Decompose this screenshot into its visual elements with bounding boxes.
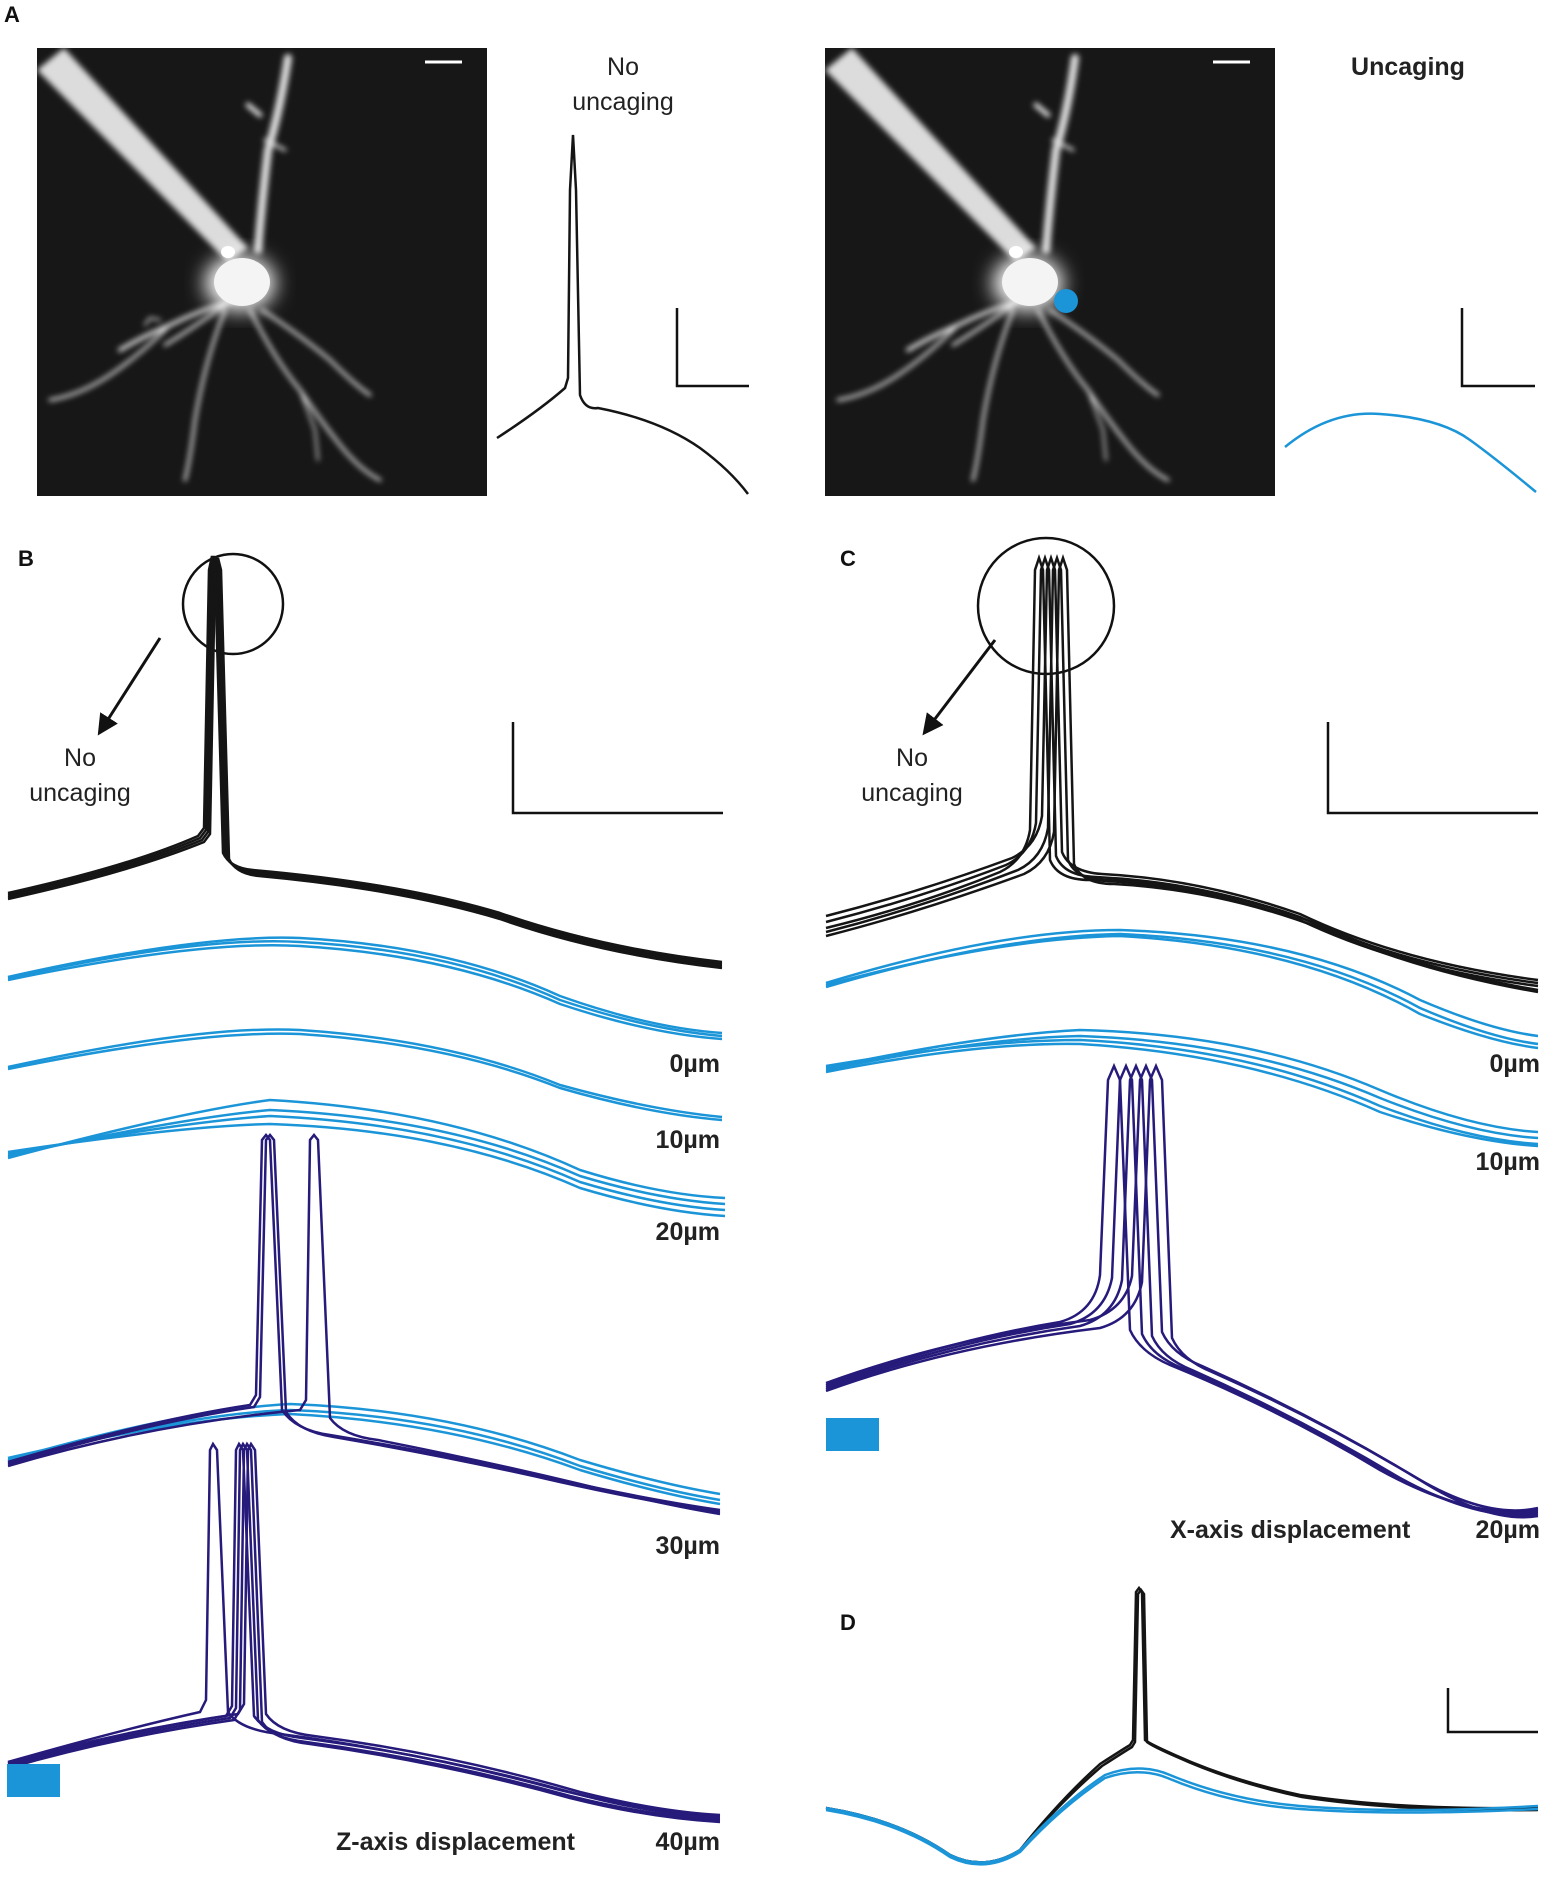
uncaging-spot xyxy=(1054,289,1078,313)
micrograph-uncaging xyxy=(825,48,1275,496)
uncaging-stimulus-bar-b xyxy=(7,1764,60,1797)
traces-b-no-uncaging xyxy=(7,555,723,970)
trace-no-uncaging xyxy=(496,134,749,495)
traces-b-30um-spiking xyxy=(7,1132,721,1516)
callout-text-c-line2: uncaging xyxy=(861,779,962,807)
z-axis-displacement-label: Z-axis displacement xyxy=(336,1828,576,1856)
panel-b-label: B xyxy=(18,546,34,571)
panel-c-label: C xyxy=(840,546,856,571)
callout-text-c-line1: No xyxy=(896,744,928,772)
traces-d-uncaging xyxy=(825,1767,1539,1866)
callout-text-b-line2: uncaging xyxy=(29,779,130,807)
depth-label-b-20: 20µm xyxy=(656,1218,720,1246)
callout-arrow-c xyxy=(922,639,997,736)
depth-label-c-0: 0µm xyxy=(1489,1050,1540,1078)
depth-label-b-40: 40µm xyxy=(656,1828,720,1856)
depth-label-c-10: 10µm xyxy=(1476,1148,1540,1176)
traces-b-0um xyxy=(7,936,723,1041)
traces-d-no-uncaging xyxy=(825,1585,1539,1864)
depth-label-b-10: 10µm xyxy=(656,1126,720,1154)
traces-b-20um xyxy=(7,1098,726,1218)
no-uncaging-label-line1: No xyxy=(607,53,639,81)
scale-bar-d xyxy=(1446,1688,1538,1734)
uncaging-stimulus-bar-c xyxy=(826,1418,879,1451)
micrograph-no-uncaging xyxy=(37,48,487,496)
trace-uncaging xyxy=(1284,412,1537,493)
panel-d-label: D xyxy=(840,1610,856,1635)
uncaging-label: Uncaging xyxy=(1351,53,1465,81)
callout-arrow-b xyxy=(97,637,162,736)
traces-b-30um-subthreshold xyxy=(7,1402,721,1506)
traces-c-10um xyxy=(825,1028,1539,1148)
x-axis-displacement-label: X-axis displacement xyxy=(1170,1516,1411,1544)
traces-c-0um xyxy=(825,928,1539,1050)
depth-label-c-20: 20µm xyxy=(1476,1516,1540,1544)
panel-a-label: A xyxy=(4,2,20,27)
depth-label-b-0: 0µm xyxy=(669,1050,720,1078)
traces-b-10um xyxy=(7,1028,723,1122)
traces-c-20um xyxy=(825,1062,1539,1519)
no-uncaging-label-line2: uncaging xyxy=(572,88,673,116)
scale-bar-a-right xyxy=(1460,308,1535,388)
scale-bar-c xyxy=(1326,722,1538,815)
depth-label-b-30: 30µm xyxy=(656,1532,720,1560)
scale-bar-b xyxy=(511,722,723,815)
callout-text-b-line1: No xyxy=(64,744,96,772)
traces-c-no-uncaging xyxy=(825,554,1539,994)
spike-callout-circle-b xyxy=(181,552,285,656)
traces-b-40um xyxy=(7,1441,721,1824)
scale-bar-a-left xyxy=(675,308,749,388)
